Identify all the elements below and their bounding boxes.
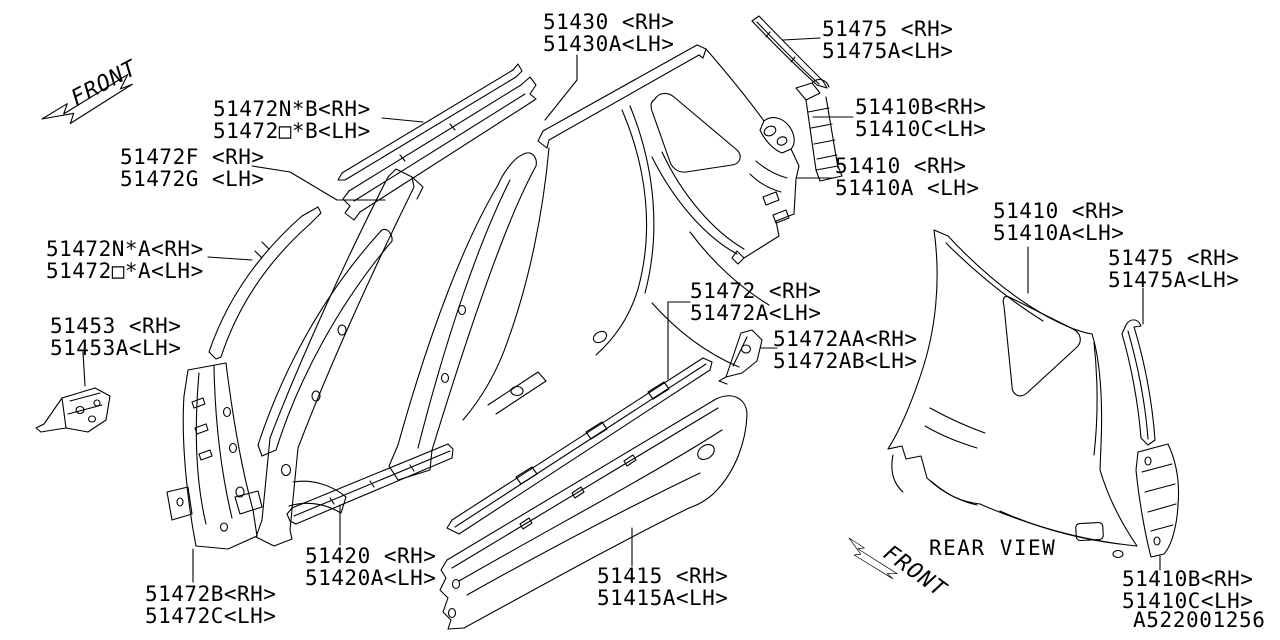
part-quarter-gusset [718, 329, 763, 385]
part-number-line: 51475A<LH> [822, 39, 954, 63]
part-number-line: 51472AA<RH> [773, 327, 918, 351]
part-label-51430: 51430 <RH>51430A<LH> [543, 11, 674, 55]
part-number-line: 51472□*B<LH> [213, 119, 371, 143]
part-number-line: 51410B<RH> [1122, 567, 1254, 591]
part-number-line: 51475 <RH> [1108, 246, 1240, 270]
part-label-51475-rear: 51475 <RH>51475A<LH> [1108, 247, 1239, 291]
part-label-51453: 51453 <RH>51453A<LH> [50, 315, 181, 359]
part-number-line: 51430 <RH> [543, 10, 675, 34]
part-number-line: 51472N*B<RH> [213, 97, 371, 121]
part-number-line: 51410B<RH> [855, 95, 987, 119]
part-rocker-front [286, 443, 454, 525]
part-number-line: 51472A<LH> [690, 301, 822, 325]
diagram-id: A522001256 [1133, 608, 1266, 632]
part-rocker-outer [439, 395, 748, 630]
part-label-51472F: 51472F <RH>51472G <LH> [120, 146, 265, 190]
part-number-line: 51410 <RH> [835, 154, 967, 178]
part-pillar-bracket-rear [1135, 443, 1180, 558]
part-roof-side-rail [337, 63, 537, 221]
part-number-line: 51420 <RH> [305, 544, 437, 568]
part-pillar-reinforcement [255, 168, 424, 547]
part-label-51410B-rear: 51410B<RH>51410C<LH> [1122, 568, 1253, 612]
part-number-line: 51430A<LH> [543, 32, 675, 56]
part-number-line: 51453A<LH> [50, 336, 182, 360]
part-quarter-panel-rear-view [887, 229, 1138, 559]
leader-lines [82, 37, 1161, 583]
part-front-pillar-inner [257, 228, 393, 457]
part-rear-rail-strip-top [751, 15, 828, 89]
part-number-line: 51420A<LH> [305, 566, 437, 590]
part-label-51472B: 51472B<RH>51472C<LH> [145, 583, 276, 627]
part-number-line: 51453 <RH> [50, 314, 182, 338]
part-label-51410B-top: 51410B<RH>51410C<LH> [855, 96, 986, 140]
part-number-line: 51472AB<LH> [773, 349, 918, 373]
part-center-pillar-outer [388, 152, 547, 481]
front-direction-arrow-top: FRONT [39, 55, 142, 126]
part-label-51420: 51420 <RH>51420A<LH> [305, 545, 436, 589]
part-number-line: 51472N*A<RH> [46, 237, 204, 261]
part-front-pillar-rail [208, 206, 322, 360]
part-number-line: 51472□*A<LH> [46, 259, 204, 283]
part-number-line: 51472F <RH> [120, 145, 265, 169]
part-side-panel-complete [462, 44, 800, 421]
part-label-51472AA: 51472AA<RH>51472AB<LH> [773, 328, 918, 372]
part-number-line: 51415A<LH> [597, 586, 729, 610]
part-number-line: 51410A<LH> [993, 221, 1125, 245]
part-label-51410-rear: 51410 <RH>51410A<LH> [993, 200, 1124, 244]
part-number-line: 51410C<LH> [855, 117, 987, 141]
part-number-line: 51475 <RH> [822, 17, 954, 41]
part-rear-rail-strip-rear [1121, 319, 1156, 446]
part-label-51472NB: 51472N*B<RH>51472□*B<LH> [213, 98, 371, 142]
part-corner-bracket [35, 387, 111, 433]
part-hinge-pillar [166, 362, 263, 550]
part-label-51410-side: 51410 <RH>51410A <LH> [835, 155, 980, 199]
part-number-line: 51472G <LH> [120, 167, 265, 191]
part-number-line: 51410C<LH> [1122, 589, 1254, 613]
part-number-line: 51410 <RH> [993, 199, 1125, 223]
part-number-line: 51472 <RH> [690, 279, 822, 303]
part-label-51475-top: 51475 <RH>51475A<LH> [822, 18, 953, 62]
rear-view-caption: REAR VIEW [929, 536, 1057, 560]
part-label-51472: 51472 <RH>51472A<LH> [690, 280, 821, 324]
part-number-line: 51475A<LH> [1108, 268, 1240, 292]
part-number-line: 51472C<LH> [145, 604, 277, 628]
part-number-line: 51415 <RH> [597, 564, 729, 588]
part-number-line: 51410A <LH> [835, 176, 980, 200]
front-caption-top: FRONT [67, 55, 142, 111]
part-side-sill [446, 357, 713, 535]
part-pillar-bracket-top [795, 78, 843, 182]
part-label-51415: 51415 <RH>51415A<LH> [597, 565, 728, 609]
part-number-line: 51472B<RH> [145, 582, 277, 606]
part-label-51472NA: 51472N*A<RH>51472□*A<LH> [46, 238, 204, 282]
